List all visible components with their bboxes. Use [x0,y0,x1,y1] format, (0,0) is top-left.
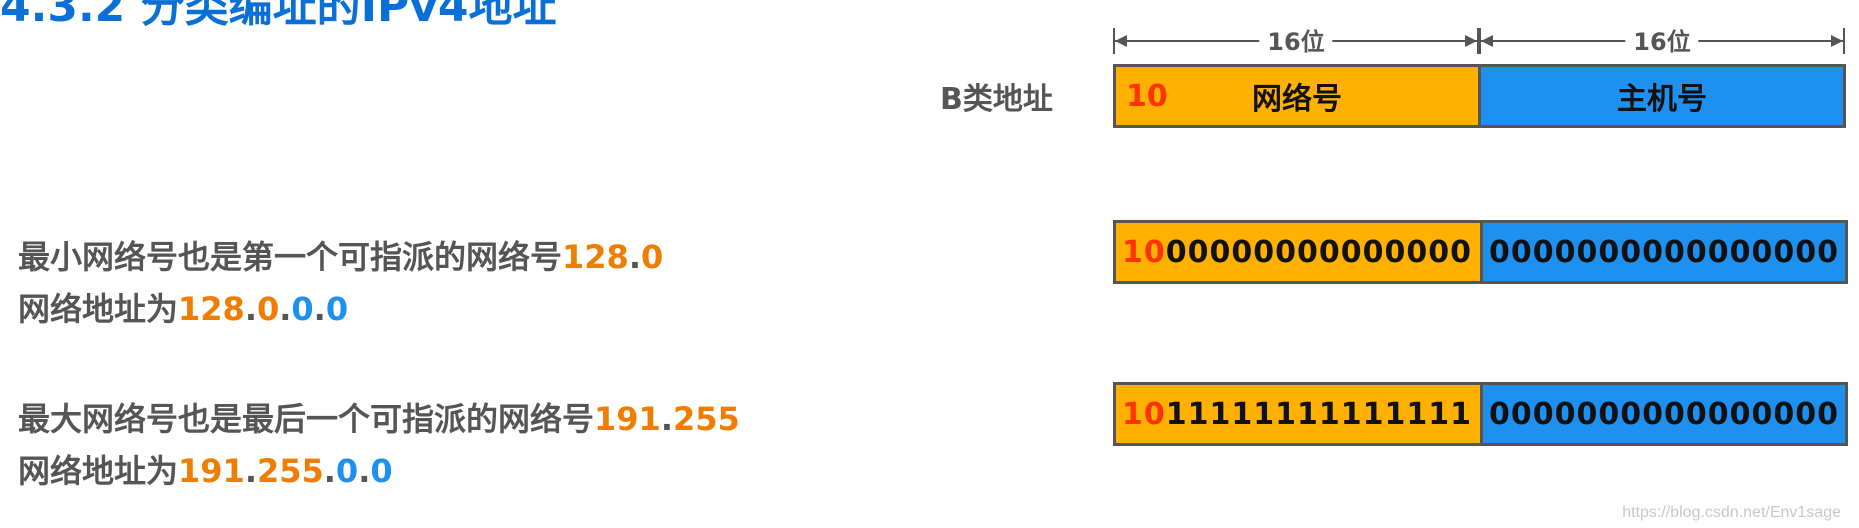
max-host-bits: 0000000000000000 [1489,396,1839,432]
class-b-label: B类地址 [940,82,1053,117]
max-address-octet-2: 255 [256,452,324,490]
watermark: https://blog.csdn.net/Env1sage [1622,504,1841,521]
arrow-right-icon [1831,35,1843,47]
dot-separator: . [244,452,257,490]
class-prefix: 10 [1126,78,1168,114]
min-network-octet-2: 0 [640,238,664,276]
arrow-left-icon [1481,35,1493,47]
max-class-prefix: 10 [1122,396,1166,432]
min-address-octet-3: 0 [291,290,314,328]
max-network-bits: 11111111111111 [1165,396,1472,432]
dimension-tick [1479,28,1481,54]
min-network-text: 最小网络号也是第一个可指派的网络号 [18,238,563,276]
max-network-address: 网络地址为191.255.0.0 [18,446,393,492]
min-class-prefix: 10 [1122,234,1166,270]
max-network-octet-1: 191 [594,400,661,438]
min-address-octet-2: 0 [256,290,280,328]
dot-separator: . [244,290,257,328]
dimension-tick [1843,28,1845,54]
host-bits-indicator: 16位 [1479,22,1845,57]
min-address-octet-4: 0 [325,290,349,328]
min-network-description: 最小网络号也是第一个可指派的网络号128.0 [18,232,663,278]
dot-separator: . [660,400,673,438]
max-address-text: 网络地址为 [18,452,179,490]
arrow-right-icon [1465,35,1477,47]
network-field-header: 10 网络号 [1113,64,1481,128]
min-network-address: 网络地址为128.0.0.0 [18,284,348,330]
max-network-description: 最大网络号也是最后一个可指派的网络号191.255 [18,394,740,440]
min-host-bits: 0000000000000000 [1489,234,1839,270]
min-network-bits: 00000000000000 [1165,234,1472,270]
dot-separator: . [313,290,326,328]
host-number-label: 主机号 [1617,82,1707,117]
max-address-octet-3: 0 [335,452,359,490]
dot-separator: . [323,452,336,490]
dimension-tick [1113,28,1115,54]
min-address-text: 网络地址为 [18,290,179,328]
max-address-octet-1: 191 [178,452,245,490]
max-host-bits-box: 0000000000000000 [1480,382,1848,446]
network-bits-label: 16位 [1259,22,1333,57]
min-network-octet-1: 128 [562,238,629,276]
network-number-label: 网络号 [1252,82,1342,117]
dot-separator: . [279,290,292,328]
max-address-octet-4: 0 [370,452,393,490]
max-network-octet-2: 255 [672,400,740,438]
network-bits-indicator: 16位 [1113,22,1479,57]
min-host-bits-box: 0000000000000000 [1480,220,1848,284]
host-field-header: 主机号 [1478,64,1846,128]
dot-separator: . [358,452,371,490]
host-bits-label: 16位 [1625,22,1699,57]
max-network-text: 最大网络号也是最后一个可指派的网络号 [18,400,595,438]
min-address-octet-1: 128 [178,290,245,328]
slide-title: 4.3.2 分类编址的IPv4地址 [0,0,557,32]
dimension-tick [1477,28,1479,54]
dot-separator: . [628,238,641,276]
arrow-left-icon [1115,35,1127,47]
